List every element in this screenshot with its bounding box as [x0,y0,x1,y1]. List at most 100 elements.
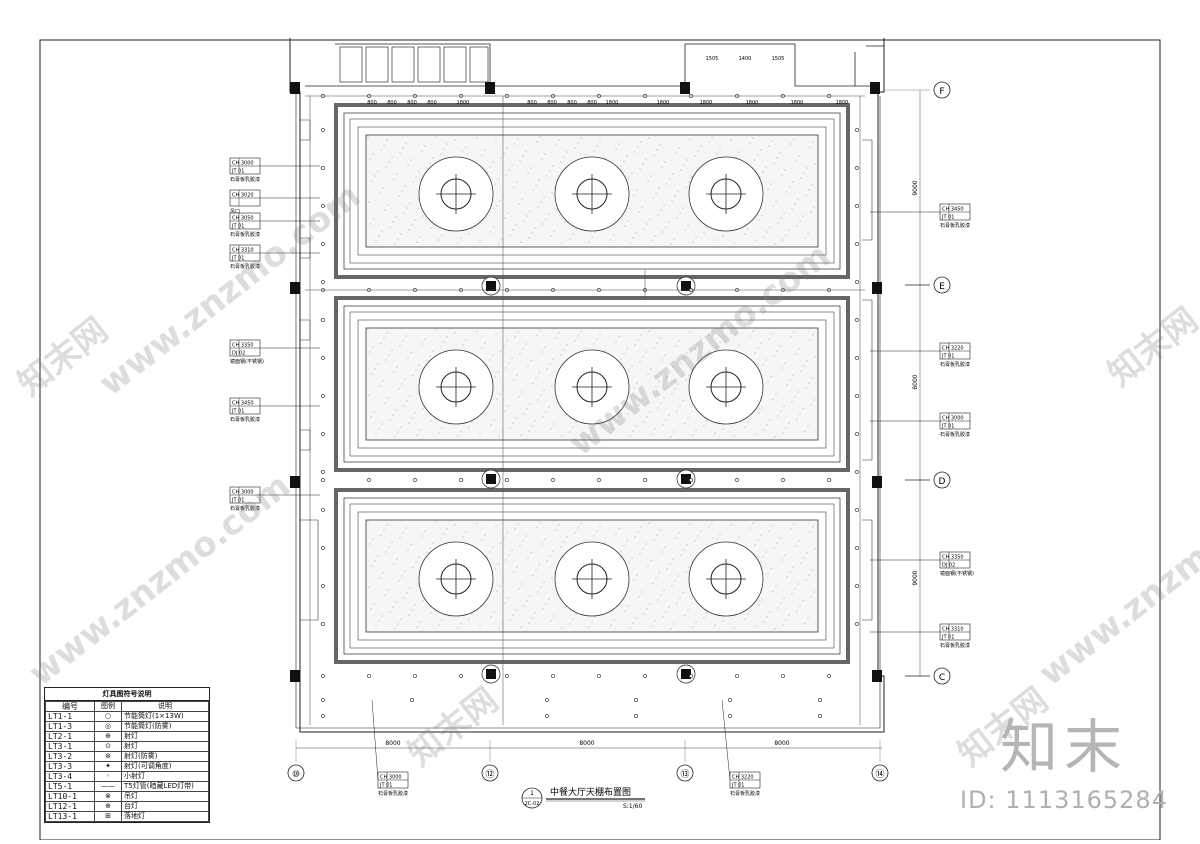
downlight [855,280,859,284]
speckle-dot [426,552,428,554]
speckle-dot [465,339,467,341]
speckle-dot [414,604,416,606]
speckle-dot [802,600,804,602]
legend-row: LT2-1⊕射灯 [45,731,209,742]
speckle-dot [645,543,647,545]
speckle-dot [438,432,440,434]
speckle-dot [620,358,622,360]
dome-light [554,156,630,232]
speckle-dot [666,568,668,570]
legend-header-desc: 说明 [121,701,209,712]
speckle-dot [380,342,382,344]
speckle-dot [397,238,399,240]
downlight [818,698,822,702]
speckle-dot [653,539,655,541]
speckle-dot [772,590,774,592]
speckle-dot [500,350,502,352]
speckle-dot [700,145,702,147]
speckle-dot [486,556,488,558]
speckle-dot [508,554,510,556]
downlight [551,478,555,482]
speckle-dot [383,529,385,531]
speckle-dot [674,388,676,390]
downlight [367,674,371,678]
speckle-dot [808,382,810,384]
speckle-dot [525,150,527,152]
speckle-dot [773,355,775,357]
speckle-dot [762,556,764,558]
speckle-dot [374,175,376,177]
legend-header-symbol: 图例 [94,701,122,712]
speckle-dot [641,591,643,593]
legend-desc: 节能筒灯(防雾) [121,721,209,732]
speckle-dot [652,197,654,199]
ceiling-panel [334,488,850,664]
speckle-dot [381,230,383,232]
speckle-dot [767,381,769,383]
downlight [781,478,785,482]
speckle-dot [634,536,636,538]
speckle-dot [659,144,661,146]
ceiling-panel [334,103,850,279]
speckle-dot [421,343,423,345]
speckle-dot [556,402,558,404]
speckle-dot [558,139,560,141]
speckle-dot [417,198,419,200]
speckle-dot [634,151,636,153]
speckle-dot [528,237,530,239]
speckle-dot [678,340,680,342]
speckle-dot [505,174,507,176]
speckle-dot [802,215,804,217]
speckle-dot [404,185,406,187]
speckle-dot [660,594,662,596]
speckle-dot [392,606,394,608]
speckle-dot [575,228,577,230]
speckle-dot [670,628,672,630]
speckle-dot [805,579,807,581]
speckle-dot [664,546,666,548]
speckle-dot [492,354,494,356]
downlight [781,674,785,678]
tag-code: CH 3000 [380,775,402,781]
speckle-dot [637,531,639,533]
speckle-dot [810,404,812,406]
speckle-dot [647,180,649,182]
speckle-dot [639,361,641,363]
downlight [321,318,325,322]
speckle-dot [790,336,792,338]
dome-light [418,349,494,425]
speckle-dot [440,346,442,348]
speckle-dot [460,622,462,624]
speckle-dot [566,536,568,538]
speckle-dot [517,331,519,333]
speckle-dot [382,572,384,574]
top-dim-label: 1800 [836,100,849,106]
legend-id: LT10-1 [45,791,95,802]
speckle-dot [809,339,811,341]
speckle-dot [695,429,697,431]
building-walls [289,38,930,733]
downlight [321,714,325,718]
speckle-dot [779,345,781,347]
speckle-dot [735,156,737,158]
speckle-dot [504,217,506,219]
speckle-dot [654,235,656,237]
speckle-dot [399,537,401,539]
speckle-dot [711,136,713,138]
speckle-dot [659,529,661,531]
tag-note: 石膏板乳胶漆 [230,505,260,512]
speckle-dot [416,626,418,628]
speckle-dot [774,436,776,438]
speckle-dot [530,167,532,169]
top-dim-label: 1800 [457,100,470,106]
speckle-dot [377,555,379,557]
speckle-dot [375,625,377,627]
speckle-dot [706,612,708,614]
speckle-dot [501,238,503,240]
speckle-dot [549,363,551,365]
top-dim-label: 1800 [606,100,619,106]
speckle-dot [418,364,420,366]
speckle-dot [534,420,536,422]
